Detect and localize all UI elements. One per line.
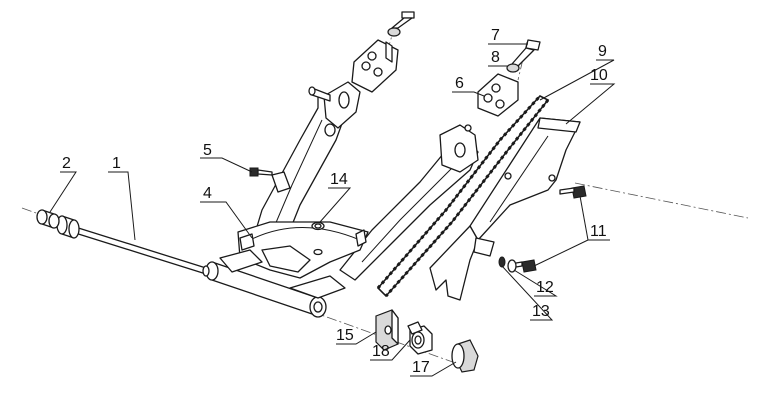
callout-12: 12: [536, 279, 554, 296]
callout-11: 11: [590, 223, 607, 240]
callout-leaders: [49, 43, 616, 377]
spacer: [36, 209, 60, 229]
block-15: [375, 309, 399, 351]
callout-15: 15: [336, 327, 354, 344]
callout-2: 2: [62, 155, 71, 172]
washers-12-13: [498, 256, 517, 273]
callout-1: 1: [112, 155, 121, 172]
part-14: [314, 223, 322, 229]
callout-9: 9: [598, 43, 607, 60]
callout-17: 17: [412, 359, 430, 376]
drive-chain: [376, 94, 550, 298]
callout-6: 6: [455, 75, 464, 92]
callout-7: 7: [491, 27, 500, 44]
upper-bracket-assembly: [351, 11, 415, 93]
chain-guard: [429, 117, 581, 301]
callout-5: 5: [203, 142, 212, 159]
callout-14: 14: [330, 171, 348, 188]
callout-labels: 1 2 4 5 6 7 8 9 10 11 12 13 14 15 17 18: [62, 27, 608, 376]
callout-18: 18: [372, 343, 390, 360]
bolt-5: [249, 167, 273, 177]
nut-18: [407, 321, 433, 355]
callout-4: 4: [203, 185, 212, 202]
cap-17: [451, 339, 479, 373]
bracket-6-assembly: [477, 39, 541, 117]
callout-8: 8: [491, 49, 500, 66]
swing-arm: [205, 81, 479, 318]
callout-13: 13: [532, 303, 550, 320]
callout-10: 10: [590, 67, 608, 84]
